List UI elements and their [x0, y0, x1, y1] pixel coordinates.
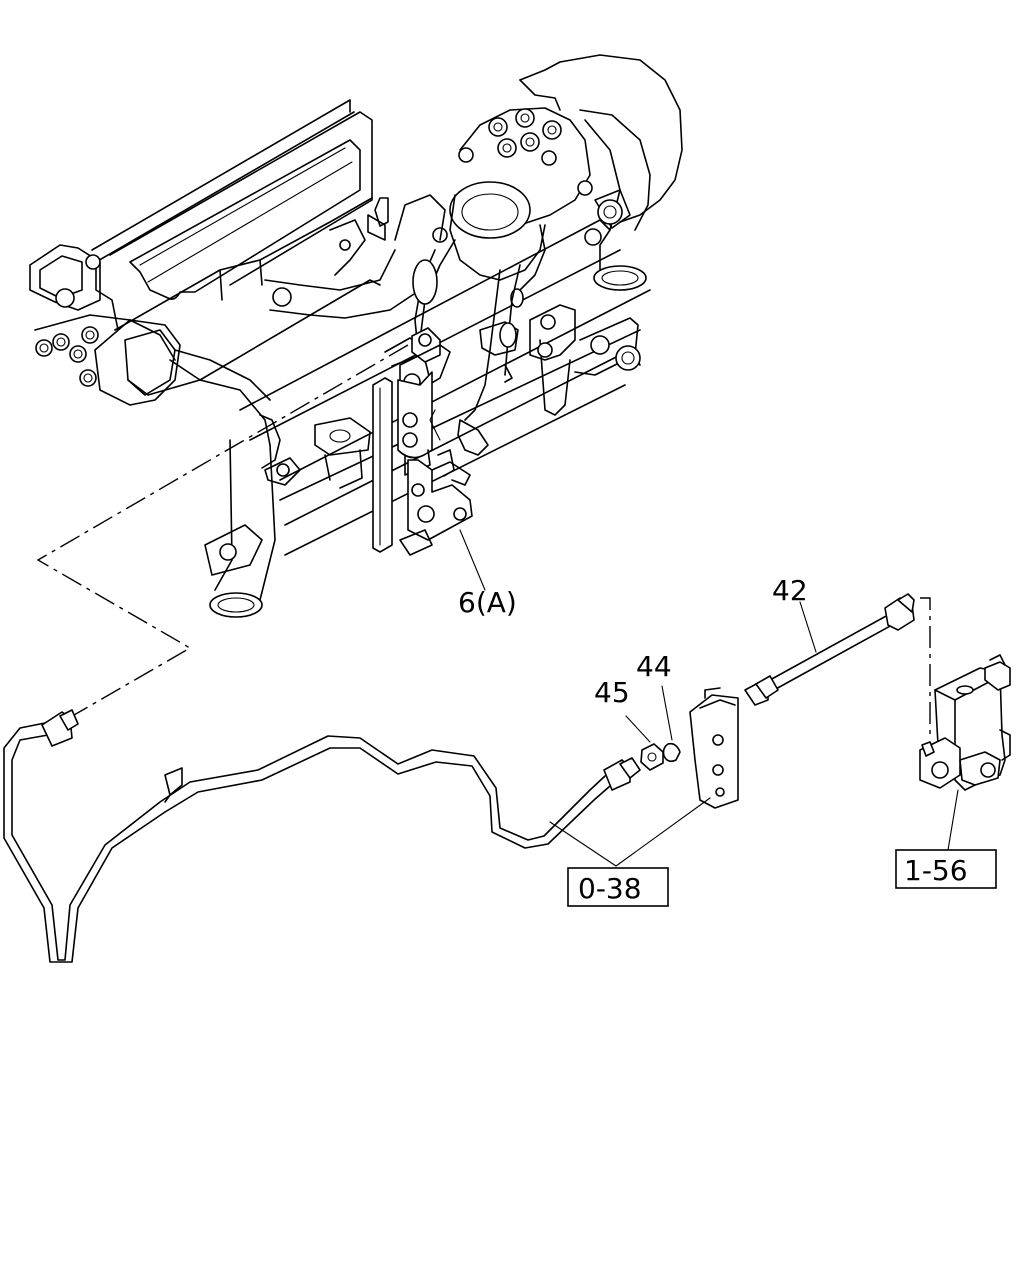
- valve-block: [919, 654, 1011, 851]
- reference-box-0-38[interactable]: 0-38: [567, 867, 669, 907]
- turbocharger: [414, 54, 683, 421]
- part-44-washer: 44: [636, 650, 681, 763]
- fuel-pump-bracket: [479, 304, 641, 416]
- cylinder-head: [91, 99, 651, 556]
- reference-label-0-38: 0-38: [578, 872, 642, 905]
- part-45-nut: 45: [594, 676, 664, 771]
- reference-box-1-56[interactable]: 1-56: [895, 849, 997, 889]
- bracket-assembly-6a: [372, 327, 489, 556]
- part-label-45: 45: [594, 676, 630, 709]
- connector-leaders: [36, 344, 931, 735]
- label-6a-group: 6(A): [458, 529, 517, 619]
- fuel-pipe: [3, 709, 641, 963]
- exhaust-manifold: [29, 244, 371, 618]
- reference-label-1-56: 1-56: [904, 854, 968, 887]
- part-label-44: 44: [636, 650, 672, 683]
- exhaust-bend: [264, 194, 446, 319]
- part-label-6a: 6(A): [458, 586, 517, 619]
- leaders-0-38: [549, 797, 711, 867]
- bracket-plate: [689, 687, 739, 809]
- part-42-pipe: 42: [744, 574, 915, 706]
- part-label-42: 42: [772, 574, 808, 607]
